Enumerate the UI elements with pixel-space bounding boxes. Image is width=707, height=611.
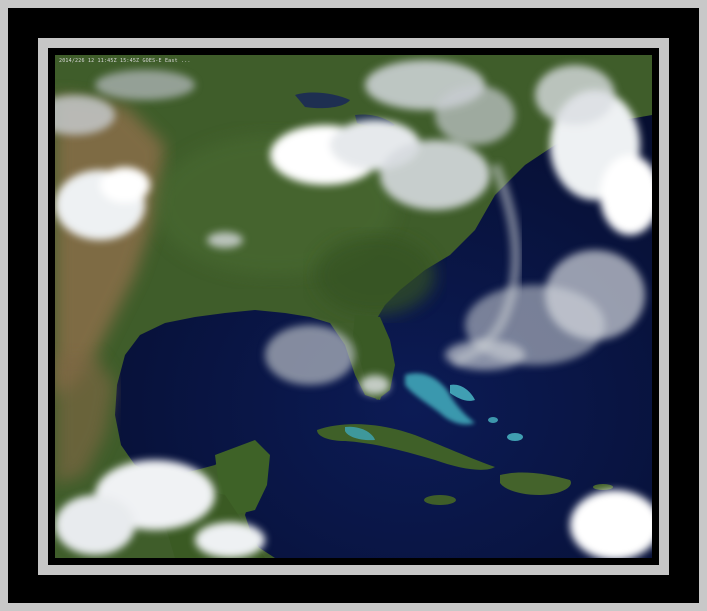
satellite-image-icon — [55, 55, 652, 558]
photo-mat: 2014/226 12 11:45Z 15:45Z GOES-E East ..… — [38, 38, 669, 575]
satellite-image: 2014/226 12 11:45Z 15:45Z GOES-E East ..… — [55, 55, 652, 558]
image-timestamp: 2014/226 12 11:45Z 15:45Z GOES-E East ..… — [59, 58, 191, 64]
outer-black-frame: 2014/226 12 11:45Z 15:45Z GOES-E East ..… — [8, 8, 699, 603]
photo-window: 2014/226 12 11:45Z 15:45Z GOES-E East ..… — [48, 48, 659, 565]
